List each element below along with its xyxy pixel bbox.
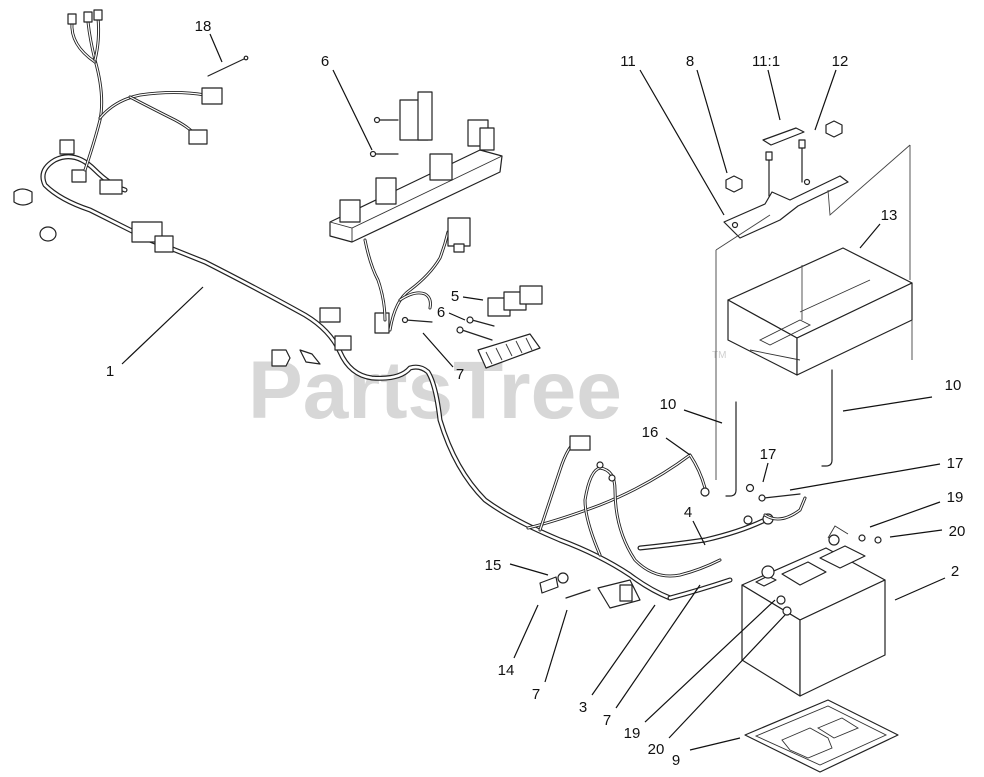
watermark-tm: TM	[712, 350, 726, 361]
callout-leader-c-20b	[668, 614, 786, 739]
callout-leader-c-1	[121, 286, 204, 365]
callout-c-5: 5	[451, 288, 459, 305]
callout-leader-c-15	[509, 563, 549, 576]
callout-c-7a: 7	[456, 366, 464, 383]
callout-c-10a: 10	[660, 396, 677, 413]
callout-leader-c-11a	[639, 69, 725, 216]
callout-c-8: 8	[686, 53, 694, 70]
callout-leader-c-18	[209, 33, 223, 63]
callout-leaders	[121, 33, 946, 751]
callout-leader-c-6b	[448, 312, 466, 321]
callout-leader-c-14	[513, 604, 539, 659]
battery-hold-down	[715, 120, 913, 497]
callout-leader-c-16	[665, 437, 691, 456]
callout-c-2: 2	[951, 563, 959, 580]
callout-leader-c-10a	[683, 409, 723, 424]
callout-leader-c-12	[814, 69, 837, 131]
callout-c-9: 9	[672, 752, 680, 769]
callout-leader-c-5	[462, 296, 484, 301]
callout-leader-c-11-1	[767, 69, 781, 121]
callout-c-1: 1	[106, 363, 114, 380]
wire-harness-main	[13, 9, 673, 601]
callout-c-11-1: 11:1	[752, 53, 780, 70]
callout-c-15: 15	[485, 557, 502, 574]
callout-c-6a: 6	[321, 53, 329, 70]
callout-leader-c-8	[696, 69, 728, 174]
callout-c-14: 14	[498, 662, 515, 679]
callout-leader-c-7a	[422, 332, 454, 368]
callout-c-16: 16	[642, 424, 659, 441]
callout-c-20b: 20	[648, 741, 665, 758]
callout-c-19a: 19	[947, 489, 964, 506]
callout-leader-c-17a	[762, 462, 769, 483]
callout-leader-c-3	[591, 604, 656, 696]
callout-leader-c-19a	[869, 501, 941, 528]
callout-leader-c-20a	[889, 529, 943, 538]
callout-c-12: 12	[832, 53, 849, 70]
callout-leader-c-6a	[332, 69, 373, 151]
callout-leader-c-10b	[842, 396, 933, 412]
callout-leader-c-13	[859, 223, 881, 249]
callout-c-6b: 6	[437, 304, 445, 321]
callout-c-13: 13	[881, 207, 898, 224]
callout-c-7c: 7	[603, 712, 611, 729]
callout-c-11a: 11	[620, 53, 636, 70]
battery	[741, 525, 886, 697]
callout-leader-c-9	[689, 737, 741, 751]
battery-tray	[744, 699, 899, 773]
callout-c-18: 18	[195, 18, 212, 35]
callout-c-4: 4	[684, 504, 692, 521]
connector-bracket	[329, 91, 503, 332]
callout-c-10b: 10	[945, 377, 962, 394]
callout-c-17a: 17	[760, 446, 777, 463]
relays-and-fuse-block	[401, 285, 543, 369]
callout-c-3: 3	[579, 699, 587, 716]
battery-cables	[526, 435, 807, 609]
callout-leader-c-4	[692, 520, 706, 546]
callout-leader-c-7c	[615, 584, 701, 709]
callout-leader-c-2	[894, 577, 946, 601]
callout-c-19b: 19	[624, 725, 641, 742]
callout-leader-c-19b	[644, 599, 776, 723]
wire-tie-18	[207, 55, 249, 77]
callout-c-20a: 20	[949, 523, 966, 540]
callout-leader-c-17b	[789, 463, 941, 491]
callout-c-7b: 7	[532, 686, 540, 703]
callout-leader-c-7b	[544, 609, 568, 683]
callout-c-17b: 17	[947, 455, 964, 472]
